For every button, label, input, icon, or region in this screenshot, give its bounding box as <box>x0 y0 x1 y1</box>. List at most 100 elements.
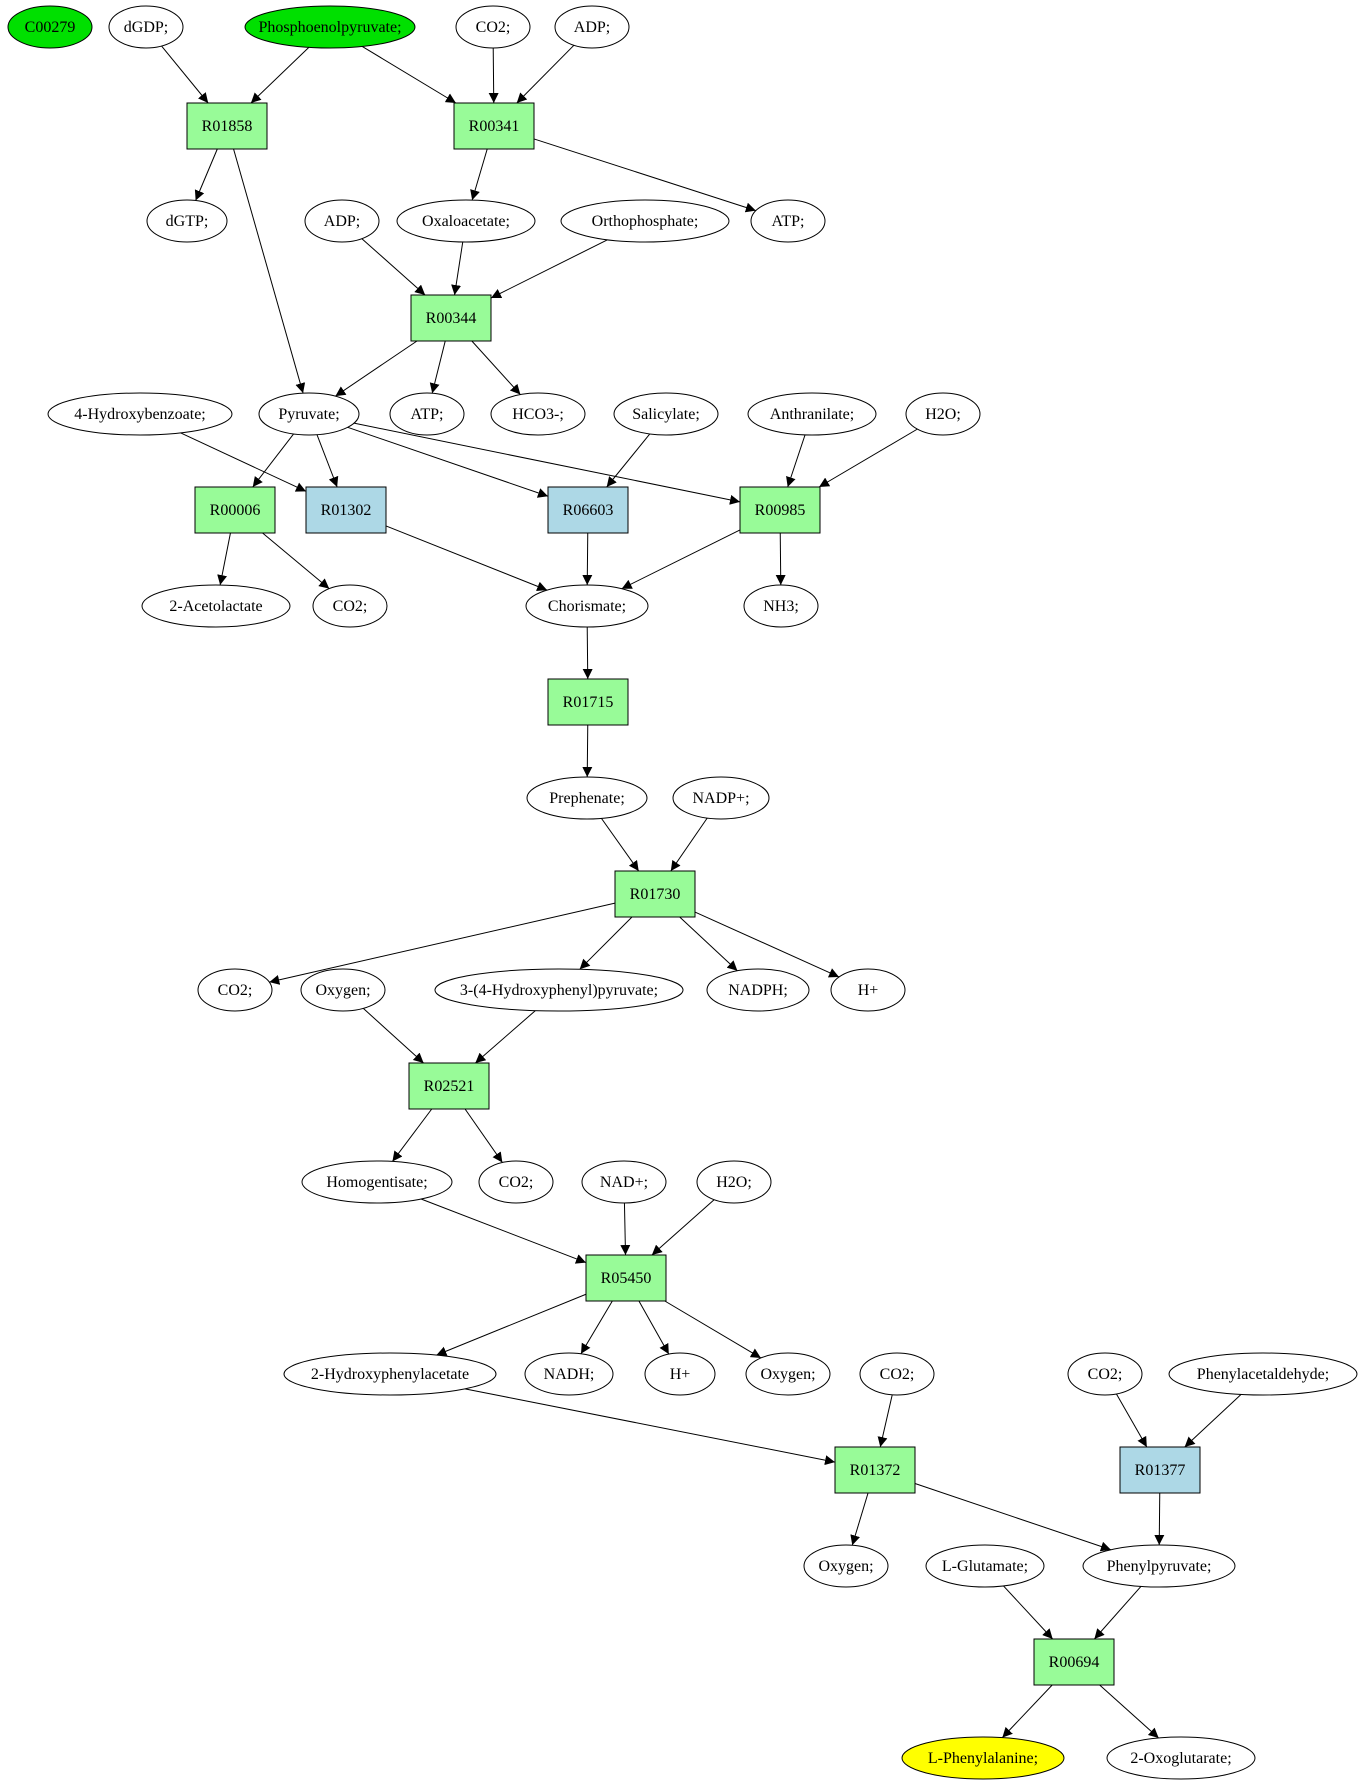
reaction-node-r00006[interactable]: R00006 <box>194 486 276 534</box>
compound-node-aclac[interactable]: 2-Acetolactate <box>141 584 291 628</box>
compound-node-sal[interactable]: Salicylate; <box>613 392 719 436</box>
reaction-node-r05450[interactable]: R05450 <box>585 1254 667 1302</box>
compound-node-homog[interactable]: Homogentisate; <box>301 1160 453 1204</box>
compound-node-adpa[interactable]: ADP; <box>554 5 630 49</box>
compound-node-nadph[interactable]: NADPH; <box>706 968 810 1012</box>
compound-node-o2c[interactable]: Oxygen; <box>803 1544 889 1588</box>
compound-node-chor[interactable]: Chorismate; <box>525 584 649 628</box>
edge-dGDP-to-R01858 <box>161 45 209 104</box>
compound-node-nadp[interactable]: NAD+; <box>581 1160 667 1204</box>
node-label: R01372 <box>850 1462 901 1479</box>
compound-node-o2b[interactable]: Oxygen; <box>745 1352 831 1396</box>
node-label: Pyruvate; <box>278 406 339 423</box>
reaction-node-r00694[interactable]: R00694 <box>1033 1638 1115 1686</box>
reaction-node-r01858[interactable]: R01858 <box>186 102 268 150</box>
compound-ellipse <box>301 1160 453 1204</box>
reaction-node-r00341[interactable]: R00341 <box>453 102 535 150</box>
compound-node-hpp[interactable]: 3-(4-Hydroxyphenyl)pyruvate; <box>434 968 684 1012</box>
compound-ellipse <box>526 776 648 820</box>
edge-R00344-to-ATPb <box>429 340 446 394</box>
node-label: H2O; <box>716 1174 752 1191</box>
node-label: R00344 <box>426 310 477 327</box>
compound-node-anth[interactable]: Anthranilate; <box>747 392 877 436</box>
compound-node-oxog[interactable]: 2-Oxoglutarate; <box>1106 1736 1256 1780</box>
compound-node-adpb[interactable]: ADP; <box>304 199 380 243</box>
compound-node-pep[interactable]: Phosphoenolpyruvate; <box>244 5 416 49</box>
edge-R00006-to-CO2b <box>262 532 330 590</box>
node-label: ATP; <box>411 406 444 423</box>
compound-ellipse <box>525 584 649 628</box>
compound-node-co2e[interactable]: CO2; <box>859 1352 935 1396</box>
edge-Pyr-to-R01302 <box>316 434 339 488</box>
reaction-box <box>453 102 535 150</box>
compound-node-co2d[interactable]: CO2; <box>478 1160 554 1204</box>
node-label: R01730 <box>630 886 681 903</box>
compound-node-oaa[interactable]: Oxaloacetate; <box>396 199 536 243</box>
node-layer: C00279 dGDP; Phosphoenolpyruvate; CO2; ADP; R… <box>7 5 1358 1780</box>
compound-node-nadpp[interactable]: NADP+; <box>672 776 770 820</box>
reaction-node-r01730[interactable]: R01730 <box>614 870 696 918</box>
compound-node-hbz[interactable]: 4-Hydroxybenzoate; <box>47 392 233 436</box>
compound-ellipse <box>490 392 586 436</box>
compound-node-pald[interactable]: Phenylacetaldehyde; <box>1168 1352 1358 1396</box>
reaction-node-r01302[interactable]: R01302 <box>305 486 387 534</box>
compound-node-h2oa[interactable]: H2O; <box>905 392 981 436</box>
reaction-node-r00985[interactable]: R00985 <box>739 486 821 534</box>
compound-ellipse <box>859 1352 935 1396</box>
compound-node-atpa[interactable]: ATP; <box>750 199 826 243</box>
compound-node-dgtp[interactable]: dGTP; <box>146 199 228 243</box>
reaction-node-r01372[interactable]: R01372 <box>834 1446 916 1494</box>
compound-node-atpb[interactable]: ATP; <box>389 392 465 436</box>
reaction-node-r00344[interactable]: R00344 <box>410 294 492 342</box>
node-label: R01302 <box>321 502 372 519</box>
compound-node-co2b[interactable]: CO2; <box>312 584 388 628</box>
node-label: R05450 <box>601 1270 652 1287</box>
reaction-node-r06603[interactable]: R06603 <box>547 486 629 534</box>
reaction-node-r02521[interactable]: R02521 <box>408 1062 490 1110</box>
compound-ellipse <box>455 5 531 49</box>
reaction-box <box>410 294 492 342</box>
compound-node-hco3[interactable]: HCO3-; <box>490 392 586 436</box>
compound-ellipse <box>283 1352 497 1396</box>
compound-node-ha[interactable]: H+ <box>830 968 906 1012</box>
reaction-node-r01377[interactable]: R01377 <box>1119 1446 1201 1494</box>
compound-ellipse <box>7 5 93 49</box>
compound-node-dgdp[interactable]: dGDP; <box>108 5 184 49</box>
node-label: HCO3-; <box>512 406 564 423</box>
edge-Glu-to-R00694 <box>1003 1585 1054 1640</box>
node-label: dGDP; <box>124 19 168 36</box>
compound-node-hb[interactable]: H+ <box>644 1352 716 1396</box>
compound-ellipse <box>1067 1352 1143 1396</box>
compound-ellipse <box>524 1352 614 1396</box>
reaction-box <box>305 486 387 534</box>
edge-R01715-to-Preph <box>582 724 593 778</box>
node-label: Orthophosphate; <box>592 213 699 230</box>
compound-ellipse <box>706 968 810 1012</box>
compound-node-preph[interactable]: Prephenate; <box>526 776 648 820</box>
node-label: 2-Hydroxyphenylacetate <box>311 1366 469 1383</box>
compound-node-phpyr[interactable]: Phenylpyruvate; <box>1082 1544 1236 1588</box>
compound-node-pyr[interactable]: Pyruvate; <box>258 392 360 436</box>
reaction-node-r01715[interactable]: R01715 <box>547 678 629 726</box>
node-label: Oxygen; <box>760 1366 815 1383</box>
compound-node-c00279[interactable]: C00279 <box>7 5 93 49</box>
compound-node-hpa[interactable]: 2-Hydroxyphenylacetate <box>283 1352 497 1396</box>
compound-node-co2a[interactable]: CO2; <box>455 5 531 49</box>
compound-node-nh3[interactable]: NH3; <box>743 584 819 628</box>
compound-node-o2a[interactable]: Oxygen; <box>300 968 386 1012</box>
node-label: Oxygen; <box>315 982 370 999</box>
compound-node-phe[interactable]: L-Phenylalanine; <box>901 1736 1065 1780</box>
edge-Anth-to-R00985 <box>786 434 806 488</box>
compound-node-h2ob[interactable]: H2O; <box>696 1160 772 1204</box>
node-label: L-Glutamate; <box>942 1558 1028 1575</box>
node-label: Oxygen; <box>818 1558 873 1575</box>
compound-node-nadh[interactable]: NADH; <box>524 1352 614 1396</box>
compound-ellipse <box>244 5 416 49</box>
compound-node-glu[interactable]: L-Glutamate; <box>925 1544 1045 1588</box>
compound-node-pi[interactable]: Orthophosphate; <box>560 199 730 243</box>
edge-R01372-to-PhPyr <box>914 1483 1112 1552</box>
node-label: Salicylate; <box>632 406 700 423</box>
compound-node-co2f[interactable]: CO2; <box>1067 1352 1143 1396</box>
compound-node-co2c[interactable]: CO2; <box>197 968 273 1012</box>
